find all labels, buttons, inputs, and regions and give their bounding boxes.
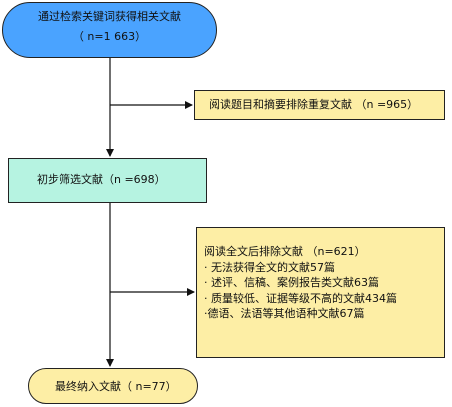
duplicates-removed-box: 阅读题目和摘要排除重复文献 （n =965） — [194, 90, 445, 120]
initial-screening-box: 初步筛选文献（n =698） — [8, 158, 207, 203]
exclusion-reason-item: ·德语、法语等其他语种文献67篇 — [204, 307, 365, 320]
full-text-exclusion-box: 阅读全文后排除文献 （n=621） · 无法获得全文的文献57篇 · 述评、信稿… — [196, 227, 445, 358]
exclusion-reason-item: · 述评、信稿、案例报告类文献63篇 — [204, 276, 379, 289]
full-text-exclusion-title: 阅读全文后排除文献 （n=621） — [204, 245, 366, 258]
identification-count: （ n=1 663） — [72, 30, 147, 43]
duplicates-removed-text: 阅读题目和摘要排除重复文献 （n =965） — [209, 98, 419, 111]
final-included-text: 最终纳入文献（ n=77） — [55, 380, 177, 393]
exclusion-reason-item: · 无法获得全文的文献57篇 — [204, 260, 335, 274]
exclusion-reason-item: · 质量较低、证据等级不高的文献434篇 — [204, 291, 397, 305]
initial-screening-text: 初步筛选文献（n =698） — [37, 173, 166, 186]
final-included-box: 最终纳入文献（ n=77） — [28, 368, 198, 404]
identification-title: 通过检索关键词获得相关文献 — [38, 10, 181, 23]
identification-box: 通过检索关键词获得相关文献 （ n=1 663） — [2, 2, 217, 58]
